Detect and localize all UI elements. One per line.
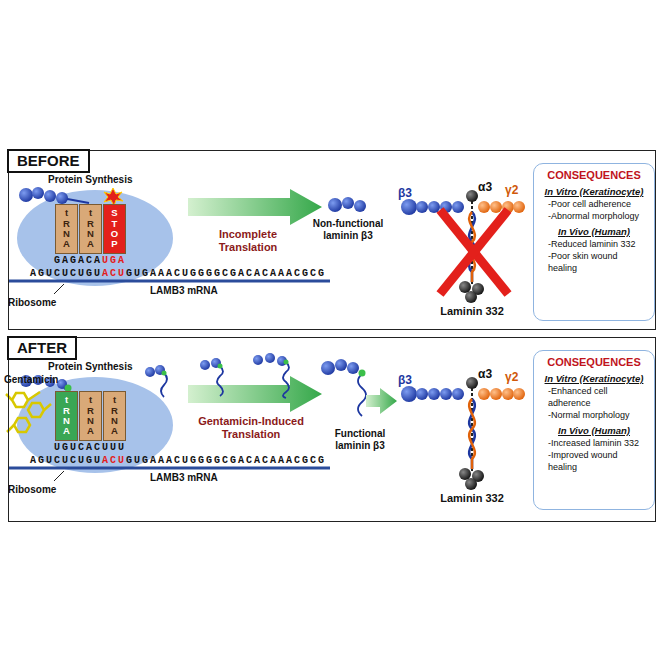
mrna-sequence: ACU	[102, 455, 126, 466]
full-laminin-beta3	[321, 359, 366, 416]
box-subheading: In Vivo (Human)	[540, 425, 648, 436]
consequences-box: CONSEQUENCESIn Vitro (Keratinocyte)-Poor…	[533, 163, 655, 321]
box-subheading: In Vitro (Keratinocyte)	[540, 186, 648, 197]
arrow-label: Gentamicin-Induced Translation	[198, 415, 304, 440]
cross-mark	[440, 210, 508, 294]
before-illustration	[8, 187, 525, 303]
codon-text: UGA	[102, 255, 126, 266]
consequences-box: CONSEQUENCES In Vitro (Keratinocyte)-Enha…	[533, 350, 655, 510]
ribosome	[8, 190, 330, 294]
label-group: γ2	[505, 183, 518, 197]
laminin-332	[401, 377, 525, 490]
panel-heading: AFTER	[7, 336, 77, 360]
label-group: Protein Synthesis	[48, 361, 132, 373]
chain-label: β3	[398, 186, 412, 200]
label-group: LAMB3 mRNA	[150, 285, 218, 297]
chain-label: β3	[398, 373, 412, 387]
trna-label: tRNA	[86, 395, 96, 437]
assembly-arrow	[366, 388, 397, 414]
label-group: β3	[398, 186, 412, 200]
bullet-text: -Improved wound healing	[540, 449, 648, 473]
label-group: β3	[398, 373, 412, 387]
growing-chains	[145, 353, 289, 398]
mrna-sequence: AGUCUCUGU	[30, 455, 102, 466]
trna-box: tRNA	[55, 204, 78, 254]
mrna-sequence: ACU	[102, 268, 126, 279]
bullet-text: -Normal morphology	[540, 409, 648, 421]
protein-label: Laminin 332	[440, 305, 504, 317]
part-label: Ribosome	[8, 484, 56, 495]
trna-label: tRNA	[62, 208, 72, 250]
ribosome	[8, 377, 330, 481]
box-title: CONSEQUENCES	[540, 356, 648, 368]
drug-label: Gentamicin	[4, 374, 58, 385]
protein-label: Laminin 332	[440, 492, 504, 504]
trna-box: tRNA	[55, 391, 78, 441]
gentamicin-molecule	[6, 392, 51, 432]
label-group: Laminin 332	[432, 492, 512, 505]
label-group: Gentamicin	[4, 374, 58, 386]
protein-label: Functional laminin β3	[335, 428, 386, 451]
translation-arrow	[188, 376, 322, 412]
codon-text: UGUCACUUU	[54, 442, 126, 453]
mrna-sequence: AGUCUCUGU	[30, 268, 102, 279]
after-illustration	[6, 353, 525, 490]
label-group: Incomplete Translation	[198, 228, 298, 254]
trna-label: tRNA	[86, 208, 96, 250]
bullet-text: -Abnormal morphology	[540, 210, 648, 222]
protein-label: Non-functional laminin β3	[313, 218, 384, 241]
box-title: CONSEQUENCES	[540, 169, 648, 181]
box-subheading: In Vitro (Keratinocyte)	[540, 373, 648, 384]
trna-box: tRNA	[79, 204, 102, 254]
box-subheading: In Vivo (Human)	[540, 226, 648, 237]
chain-label: α3	[478, 180, 492, 194]
label-group: LAMB3 mRNA	[150, 472, 218, 484]
translation-arrow	[188, 189, 322, 225]
label-group: AGUCUCUGUACUGUGAAACUGGGGCGACACAAACGCG	[30, 455, 326, 467]
chain-label: γ2	[505, 183, 518, 197]
label-group: γ2	[505, 370, 518, 384]
label-group: Gentamicin-Induced Translation	[195, 415, 307, 441]
panel-heading: BEFORE	[7, 149, 90, 173]
trna-label: STOP	[110, 208, 120, 250]
label-group: Functional laminin β3	[322, 428, 398, 452]
label-group: Ribosome	[8, 297, 56, 309]
mrna-label: LAMB3 mRNA	[150, 472, 218, 483]
label-group: Laminin 332	[432, 305, 512, 318]
label-group: α3	[478, 367, 492, 381]
trna-box: tRNA	[79, 391, 102, 441]
codon-text: GAGACA	[54, 255, 102, 266]
laminin-332	[401, 190, 525, 303]
bullet-text: -Enhanced cell adherence	[540, 385, 648, 409]
mrna-sequence: GUGAAACUGGGGCGACACAAACGCG	[126, 455, 326, 466]
label-group: GAGACAUGA	[54, 255, 126, 267]
label-group: UGUCACUUU	[54, 442, 126, 454]
process-label: Protein Synthesis	[48, 174, 132, 185]
mrna-sequence: GUGAAACUGGGGCGACACAAACGCG	[126, 268, 326, 279]
label-group: Protein Synthesis	[48, 174, 132, 186]
label-group: AGUCUCUGUACUGUGAAACUGGGGCGACACAAACGCG	[30, 268, 326, 280]
protein-chain	[19, 187, 89, 204]
bullet-text: -Poor skin wound healing	[540, 250, 648, 274]
chain-label: γ2	[505, 370, 518, 384]
trna-box: tRNA	[103, 391, 126, 441]
trna-label: tRNA	[62, 395, 72, 437]
truncated-laminin	[328, 197, 366, 212]
label-group: Non-functional laminin β3	[306, 218, 390, 242]
trna-box: STOP	[103, 204, 126, 254]
label-group: α3	[478, 180, 492, 194]
part-label: Ribosome	[8, 297, 56, 308]
label-group: Ribosome	[8, 484, 56, 496]
chain-label: α3	[478, 367, 492, 381]
trna-label: tRNA	[110, 395, 120, 437]
bullet-text: -Increased laminin 332	[540, 437, 648, 449]
bullet-text: -Poor cell adherence	[540, 198, 648, 210]
bullet-text: -Reduced laminin 332	[540, 238, 648, 250]
process-label: Protein Synthesis	[48, 361, 132, 372]
arrow-label: Incomplete Translation	[219, 228, 278, 253]
mrna-label: LAMB3 mRNA	[150, 285, 218, 296]
